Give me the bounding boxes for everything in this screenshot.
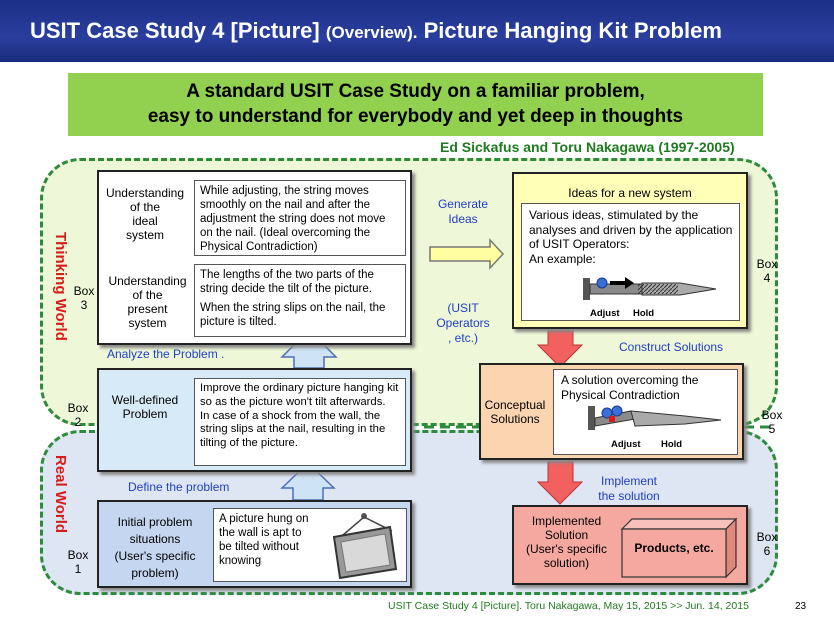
- products-label: Products, etc.: [634, 541, 714, 555]
- ideas-text: Various ideas, stimulated by the analyse…: [529, 208, 733, 266]
- arrow-down-implement: [536, 461, 584, 505]
- arrow-down-construct: [536, 330, 584, 368]
- banner-line-1: A standard USIT Case Study on a familiar…: [186, 81, 645, 102]
- ideal-system-heading: Understanding of the ideal system: [105, 186, 185, 242]
- present-text-1: The lengths of the two parts of the stri…: [200, 269, 374, 295]
- kit-idea-icon: [583, 277, 717, 300]
- conceptual-text: A solution overcoming the Physical Contr…: [561, 373, 699, 402]
- initial-heading: Initial problem situations (User's speci…: [114, 515, 196, 580]
- kit-solution-icon: [588, 405, 722, 430]
- banner-line-2: easy to understand for everybody and yet…: [147, 106, 684, 127]
- present-text-2: When the string slips on the nail, the p…: [200, 302, 386, 328]
- construct-solutions-step: Construct Solutions: [619, 340, 724, 354]
- well-defined-heading: Well-defined Problem: [111, 393, 179, 421]
- arrow-up-define: [280, 461, 336, 501]
- product-box-icon: [620, 517, 738, 579]
- solution-hold-label: Hold: [661, 439, 683, 450]
- title-main: USIT Case Study 4 [Picture]: [30, 18, 326, 43]
- title-bar: [0, 0, 834, 62]
- conceptual-heading: Conceptual Solutions: [484, 398, 546, 426]
- ideas-hold-label: Hold: [633, 308, 655, 319]
- thinking-world-label: Thinking World: [52, 232, 69, 341]
- ideas-adjust-label: Adjust: [590, 308, 620, 319]
- implemented-heading: Implemented Solution (User's specific so…: [526, 514, 607, 570]
- define-problem-step: Define the problem: [128, 480, 230, 494]
- present-system-text: The lengths of the two parts of the stri…: [194, 264, 406, 337]
- generate-ideas-step: Generate Ideas: [437, 197, 489, 226]
- box-6-label: Box 6: [756, 530, 778, 558]
- box-2-label: Box 2: [67, 401, 89, 429]
- box-3-label: Box 3: [73, 284, 95, 312]
- ideas-heading: Ideas for a new system: [568, 186, 692, 200]
- tilted-picture-icon: [332, 513, 398, 580]
- box-5-label: Box 5: [761, 408, 783, 436]
- authors: Ed Sickafus and Toru Nakagawa (1997-2005…: [440, 139, 735, 155]
- present-system-heading: Understanding of the present system: [108, 274, 187, 330]
- ideas-panel: [521, 203, 740, 321]
- implement-solution-step: Implement the solution: [598, 474, 660, 503]
- ideal-system-text: While adjusting, the string moves smooth…: [194, 180, 406, 256]
- footer-citation: USIT Case Study 4 [Picture]. Toru Nakaga…: [388, 600, 749, 612]
- title-tail: Picture Hanging Kit Problem: [417, 18, 722, 43]
- initial-text: A picture hung on the wall is apt to be …: [219, 513, 309, 567]
- well-defined-text: Improve the ordinary picture hanging kit…: [194, 378, 406, 466]
- title-paren: (Overview).: [325, 23, 418, 42]
- summary-banner: A standard USIT Case Study on a familiar…: [68, 73, 763, 136]
- solution-adjust-label: Adjust: [611, 439, 641, 450]
- analyze-problem-step: Analyze the Problem .: [107, 347, 225, 361]
- real-world-label: Real World: [52, 455, 69, 534]
- page-number: 23: [795, 601, 807, 612]
- box-4-label: Box 4: [756, 257, 778, 285]
- arrow-right-generate: [429, 238, 505, 270]
- usit-operators-step: (USIT Operators , etc.): [436, 301, 490, 345]
- box-1-label: Box 1: [67, 548, 89, 576]
- page-title: USIT Case Study 4 [Picture] (Overview). …: [30, 18, 722, 44]
